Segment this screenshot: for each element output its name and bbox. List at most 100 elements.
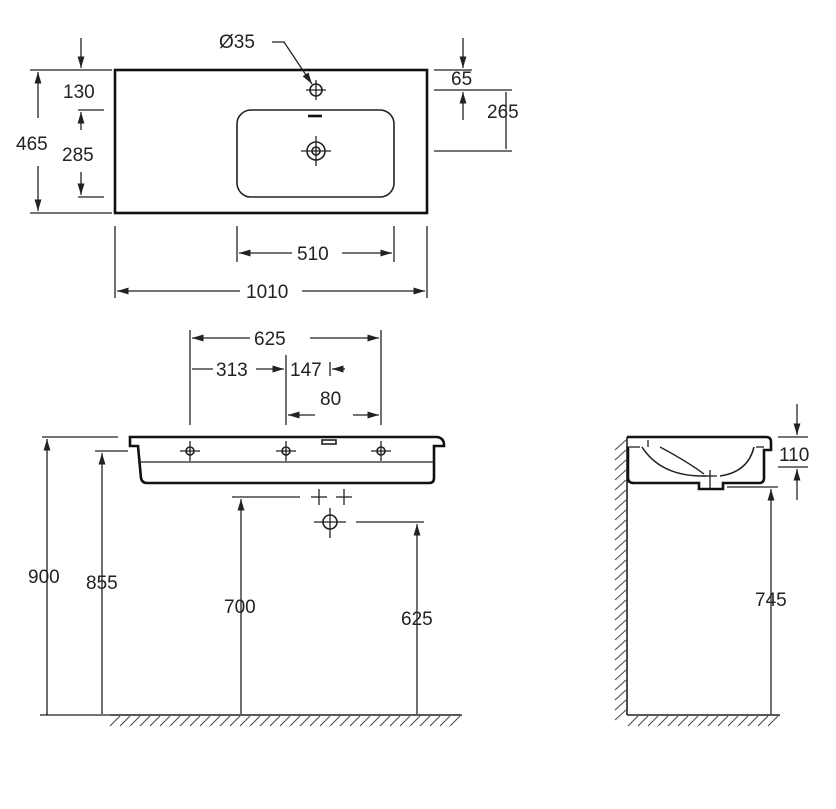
hatch-stroke xyxy=(647,715,659,727)
hatch-stroke xyxy=(614,489,627,501)
hatch-stroke xyxy=(239,715,251,727)
front-hole-right xyxy=(371,441,391,461)
total-width-label: 1010 xyxy=(246,282,288,303)
floor-hatch xyxy=(109,715,461,727)
hatch-stroke xyxy=(747,715,759,727)
hatch-stroke xyxy=(409,715,421,727)
hatch-stroke xyxy=(419,715,431,727)
edge-to-hole-label: 130 xyxy=(63,82,95,103)
wall-hatch xyxy=(614,439,627,721)
hatch-stroke xyxy=(737,715,749,727)
total-depth-label: 465 xyxy=(16,134,48,155)
trap-height-label: 625 xyxy=(401,609,433,630)
hatch-stroke xyxy=(614,529,627,541)
hatch-stroke xyxy=(189,715,201,727)
hatch-stroke xyxy=(379,715,391,727)
basin-outline xyxy=(236,109,395,198)
hatch-stroke xyxy=(119,715,131,727)
top-view: Ø35 465 130 285 65 265 510 1010 xyxy=(16,32,519,303)
hatch-stroke xyxy=(614,479,627,491)
hatch-stroke xyxy=(614,639,627,651)
hatch-stroke xyxy=(289,715,301,727)
underside-height-label: 855 xyxy=(86,573,118,594)
hatch-stroke xyxy=(614,449,627,461)
basin-front-outline xyxy=(128,435,446,485)
front-hole-center xyxy=(276,441,296,461)
hatch-stroke xyxy=(614,549,627,561)
hatch-stroke xyxy=(349,715,361,727)
hatch-stroke xyxy=(449,715,461,727)
side-view: 110 745 xyxy=(614,404,809,727)
hatch-stroke xyxy=(614,659,627,671)
hatch-stroke xyxy=(199,715,211,727)
hatch-stroke xyxy=(614,469,627,481)
hatch-stroke xyxy=(139,715,151,727)
hatch-stroke xyxy=(329,715,341,727)
hatch-stroke xyxy=(429,715,441,727)
hatch-stroke xyxy=(614,709,627,721)
hatch-stroke xyxy=(614,499,627,511)
rim-height-label: 900 xyxy=(28,567,60,588)
hatch-stroke xyxy=(614,569,627,581)
hatch-stroke xyxy=(249,715,261,727)
hatch-stroke xyxy=(717,715,729,727)
hatch-stroke xyxy=(614,649,627,661)
hatch-stroke xyxy=(614,689,627,701)
drain-slot xyxy=(321,439,337,445)
hole-diameter-label: Ø35 xyxy=(219,32,255,53)
right-offset-label: 147 xyxy=(290,360,322,381)
hatch-stroke xyxy=(657,715,669,727)
basin-side-outline xyxy=(626,435,773,491)
hatch-stroke xyxy=(299,715,311,727)
hatch-stroke xyxy=(109,715,121,727)
hatch-stroke xyxy=(209,715,221,727)
hatch-stroke xyxy=(707,715,719,727)
hatch-stroke xyxy=(614,619,627,631)
hatch-stroke xyxy=(614,599,627,611)
front-hole-left xyxy=(180,441,200,461)
hatch-stroke xyxy=(389,715,401,727)
hatch-stroke xyxy=(727,715,739,727)
hatch-stroke xyxy=(697,715,709,727)
diameter-leader xyxy=(272,41,313,85)
hatch-stroke xyxy=(269,715,281,727)
tap-hole-symbol xyxy=(306,80,326,100)
outlet-height-label: 745 xyxy=(755,590,787,611)
hatch-stroke xyxy=(757,715,769,727)
hatch-stroke xyxy=(614,629,627,641)
hatch-stroke xyxy=(359,715,371,727)
hatch-stroke xyxy=(614,579,627,591)
hatch-stroke xyxy=(439,715,451,727)
hatch-stroke xyxy=(667,715,679,727)
drain-height-label: 700 xyxy=(224,597,256,618)
hatch-stroke xyxy=(339,715,351,727)
hatch-stroke xyxy=(614,519,627,531)
side-floor-hatch xyxy=(627,715,779,727)
hatch-stroke xyxy=(767,715,779,727)
hatch-stroke xyxy=(259,715,271,727)
hatch-stroke xyxy=(614,459,627,471)
hatch-stroke xyxy=(159,715,171,727)
drain-symbol xyxy=(301,136,331,166)
drain-pipe-symbols xyxy=(311,489,352,538)
hatch-stroke xyxy=(179,715,191,727)
hatch-stroke xyxy=(614,539,627,551)
hatch-stroke xyxy=(614,589,627,601)
hatch-stroke xyxy=(169,715,181,727)
front-view: 625 313 147 80 900 855 700 625 xyxy=(28,329,462,727)
hatch-stroke xyxy=(149,715,161,727)
hatch-stroke xyxy=(637,715,649,727)
hatch-stroke xyxy=(677,715,689,727)
basin-width-label: 510 xyxy=(297,244,329,265)
hole-span-label: 625 xyxy=(254,329,286,350)
hatch-stroke xyxy=(369,715,381,727)
hatch-stroke xyxy=(319,715,331,727)
hatch-stroke xyxy=(627,715,639,727)
hatch-stroke xyxy=(614,609,627,621)
hatch-stroke xyxy=(614,669,627,681)
hatch-stroke xyxy=(614,509,627,521)
hatch-stroke xyxy=(309,715,321,727)
hatch-stroke xyxy=(399,715,411,727)
hole-to-drain-label: 285 xyxy=(62,145,94,166)
